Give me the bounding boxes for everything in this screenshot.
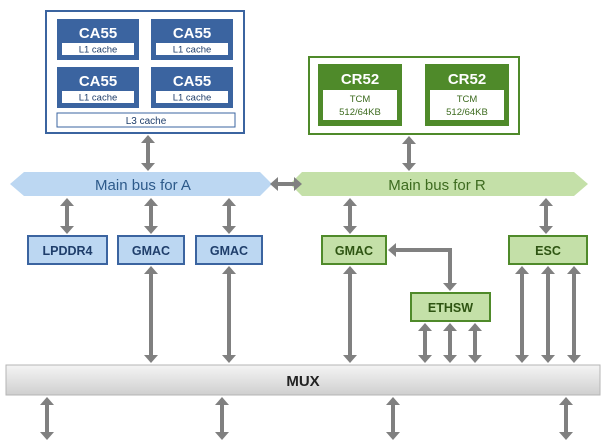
arrow-ethsw-mux-1 — [418, 323, 432, 363]
cr52-core-2: CR52 TCM 512/64KB — [425, 64, 509, 126]
arrow-bus-gmac-a2 — [222, 198, 236, 234]
arrow-gmac-r-ethsw — [388, 243, 457, 291]
arrow-bus-gmac-a1 — [144, 198, 158, 234]
lpddr4-label: LPDDR4 — [42, 244, 92, 258]
arrow-gmac-a2-mux — [222, 266, 236, 363]
gmac-a1-block: GMAC — [117, 235, 185, 265]
ca55-core-1: CA55 L1 cache — [57, 19, 139, 60]
arrow-mux-out-1 — [40, 397, 54, 440]
arrow-mux-out-2 — [215, 397, 229, 440]
cluster-r: CR52 TCM 512/64KB CR52 TCM 512/64KB — [308, 56, 520, 135]
core-name: CA55 — [79, 25, 117, 42]
ca55-core-2: CA55 L1 cache — [151, 19, 233, 60]
arrow-gmac-r-mux — [343, 266, 357, 363]
core-name: CA55 — [173, 25, 211, 42]
arrow-bus-gmac-r — [343, 198, 357, 234]
gmac-a1-label: GMAC — [132, 244, 170, 258]
core-cache-label: L1 cache — [79, 45, 118, 56]
arrow-cluster-r-bus — [402, 136, 416, 171]
cluster-a: CA55 L1 cache CA55 L1 cache CA55 L1 cach… — [45, 10, 245, 134]
ca55-core-3: CA55 L1 cache — [57, 67, 139, 108]
cr52-core-1: CR52 TCM 512/64KB — [318, 64, 402, 126]
arrow-esc-mux-2 — [541, 266, 555, 363]
ethsw-block: ETHSW — [410, 292, 491, 322]
esc-label: ESC — [535, 244, 561, 258]
core-name: CR52 — [341, 71, 379, 88]
arrow-mux-out-3 — [386, 397, 400, 440]
core-cache-label: L1 cache — [173, 45, 212, 56]
ca55-core-4: CA55 L1 cache — [151, 67, 233, 108]
arrow-esc-mux-1 — [515, 266, 529, 363]
lpddr4-block: LPDDR4 — [27, 235, 108, 265]
mux-label: MUX — [286, 373, 319, 390]
core-mem-size: 512/64KB — [446, 107, 488, 118]
core-cache-label: L1 cache — [79, 93, 118, 104]
gmac-a2-block: GMAC — [195, 235, 263, 265]
core-mem-label: TCM — [350, 94, 371, 105]
arrow-gmac-a1-mux — [144, 266, 158, 363]
gmac-r-label: GMAC — [335, 244, 373, 258]
arrow-cluster-a-bus — [141, 135, 155, 171]
arrow-mux-out-4 — [559, 397, 573, 440]
core-name: CR52 — [448, 71, 486, 88]
mux-bar: MUX — [5, 364, 601, 396]
gmac-a2-label: GMAC — [210, 244, 248, 258]
core-cache-label: L1 cache — [173, 93, 212, 104]
main-bus-r-label: Main bus for R — [388, 177, 486, 194]
core-name: CA55 — [173, 73, 211, 90]
arrow-ethsw-mux-3 — [468, 323, 482, 363]
gmac-r-block: GMAC — [321, 235, 387, 265]
main-bus-a-label: Main bus for A — [95, 177, 191, 194]
core-name: CA55 — [79, 73, 117, 90]
esc-block: ESC — [508, 235, 588, 265]
l3-cache: L3 cache — [56, 112, 236, 128]
core-mem-size: 512/64KB — [339, 107, 381, 118]
connection-arrows — [40, 135, 581, 440]
arrow-bus-esc — [539, 198, 553, 234]
arrow-bus-lpddr4 — [60, 198, 74, 234]
main-bus-a: Main bus for A — [10, 172, 272, 196]
l3-cache-label: L3 cache — [126, 116, 167, 127]
arrow-bus-a-bus-r — [270, 177, 302, 191]
arrow-ethsw-mux-2 — [443, 323, 457, 363]
ethsw-label: ETHSW — [428, 301, 473, 315]
core-mem-label: TCM — [457, 94, 478, 105]
arrow-esc-mux-3 — [567, 266, 581, 363]
main-bus-r: Main bus for R — [290, 172, 588, 196]
